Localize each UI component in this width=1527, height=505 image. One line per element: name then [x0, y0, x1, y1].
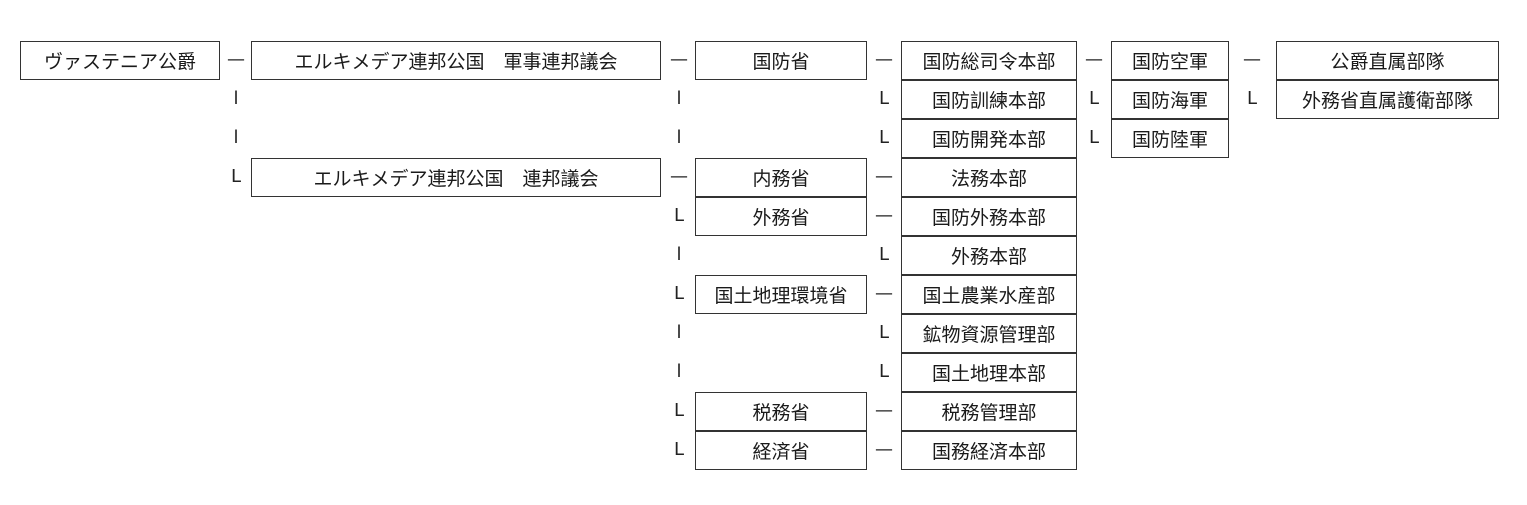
connector-dash: —	[875, 205, 893, 226]
connector-pipe: l	[676, 361, 682, 382]
node-military-council: エルキメデア連邦公国 軍事連邦議会	[251, 41, 661, 80]
connector-pipe: l	[676, 127, 682, 148]
node-root-label: ヴァステニア公爵	[43, 51, 196, 73]
connector-pipe: l	[676, 244, 682, 265]
node-federal-council: エルキメデア連邦公国 連邦議会	[251, 158, 661, 197]
node-ministry-foreign-label: 外務省	[752, 207, 810, 229]
connector-dash: —	[227, 49, 245, 70]
connector-pipe: l	[676, 322, 682, 343]
connector-pipe: l	[233, 88, 239, 109]
node-army: 国防陸軍	[1111, 119, 1229, 158]
node-ministry-tax-label: 税務省	[752, 402, 810, 424]
node-hq-economy-label: 国務経済本部	[931, 441, 1046, 463]
connector-dash: —	[1243, 49, 1261, 70]
connector-dash: —	[875, 283, 893, 304]
node-ministry-land: 国土地理環境省	[695, 275, 867, 314]
connector-dash: —	[1085, 49, 1103, 70]
node-navy: 国防海軍	[1111, 80, 1229, 119]
connector-pipe: l	[676, 88, 682, 109]
connector-corner: L	[878, 244, 890, 265]
node-hq-defense-development: 国防開発本部	[901, 119, 1077, 158]
connector-dash: —	[670, 49, 688, 70]
node-root: ヴァステニア公爵	[20, 41, 220, 80]
node-hq-defense-training: 国防訓練本部	[901, 80, 1077, 119]
node-ministry-land-label: 国土地理環境省	[714, 285, 848, 307]
node-ministry-interior: 内務省	[695, 158, 867, 197]
connector-dash: —	[670, 166, 688, 187]
node-ministry-foreign: 外務省	[695, 197, 867, 236]
node-military-council-label: エルキメデア連邦公国 軍事連邦議会	[294, 51, 618, 73]
connector-corner: L	[673, 283, 685, 304]
node-hq-defense-foreign-label: 国防外務本部	[931, 207, 1046, 229]
node-hq-defense-foreign: 国防外務本部	[901, 197, 1077, 236]
connector-corner: L	[230, 166, 242, 187]
connector-corner: L	[878, 88, 890, 109]
node-hq-agriculture: 国土農業水産部	[901, 275, 1077, 314]
node-hq-tax-management-label: 税務管理部	[941, 402, 1037, 424]
node-hq-land-geography: 国土地理本部	[901, 353, 1077, 392]
node-hq-legal: 法務本部	[901, 158, 1077, 197]
node-air-force-label: 国防空軍	[1131, 51, 1208, 73]
connector-corner: L	[1246, 88, 1258, 109]
node-hq-foreign-label: 外務本部	[950, 246, 1027, 268]
connector-corner: L	[673, 400, 685, 421]
node-hq-defense-command: 国防総司令本部	[901, 41, 1077, 80]
node-hq-mineral: 鉱物資源管理部	[901, 314, 1077, 353]
node-hq-tax-management: 税務管理部	[901, 392, 1077, 431]
node-ministry-defense: 国防省	[695, 41, 867, 80]
node-duke-direct-unit: 公爵直属部隊	[1276, 41, 1499, 80]
node-hq-defense-training-label: 国防訓練本部	[931, 90, 1046, 112]
connector-corner: L	[878, 361, 890, 382]
node-ministry-tax: 税務省	[695, 392, 867, 431]
node-ministry-economy: 経済省	[695, 431, 867, 470]
node-navy-label: 国防海軍	[1131, 90, 1208, 112]
node-hq-land-geography-label: 国土地理本部	[931, 363, 1046, 385]
node-federal-council-label: エルキメデア連邦公国 連邦議会	[313, 168, 599, 190]
connector-dash: —	[875, 49, 893, 70]
connector-pipe: l	[233, 127, 239, 148]
node-air-force: 国防空軍	[1111, 41, 1229, 80]
node-hq-foreign: 外務本部	[901, 236, 1077, 275]
node-hq-economy: 国務経済本部	[901, 431, 1077, 470]
node-foreign-guard-unit-label: 外務省直属護衛部隊	[1301, 90, 1473, 112]
connector-corner: L	[878, 127, 890, 148]
node-army-label: 国防陸軍	[1131, 129, 1208, 151]
node-hq-legal-label: 法務本部	[950, 168, 1027, 190]
node-ministry-defense-label: 国防省	[752, 51, 810, 73]
node-duke-direct-unit-label: 公爵直属部隊	[1330, 51, 1445, 73]
connector-corner: L	[673, 439, 685, 460]
node-ministry-interior-label: 内務省	[752, 168, 810, 190]
node-ministry-economy-label: 経済省	[752, 441, 810, 463]
connector-corner: L	[673, 205, 685, 226]
node-hq-agriculture-label: 国土農業水産部	[922, 285, 1056, 307]
node-foreign-guard-unit: 外務省直属護衛部隊	[1276, 80, 1499, 119]
node-hq-defense-development-label: 国防開発本部	[931, 129, 1046, 151]
connector-corner: L	[878, 322, 890, 343]
connector-dash: —	[875, 166, 893, 187]
connector-corner: L	[1088, 88, 1100, 109]
node-hq-defense-command-label: 国防総司令本部	[922, 51, 1056, 73]
connector-dash: —	[875, 439, 893, 460]
node-hq-mineral-label: 鉱物資源管理部	[922, 324, 1056, 346]
connector-dash: —	[875, 400, 893, 421]
connector-corner: L	[1088, 127, 1100, 148]
